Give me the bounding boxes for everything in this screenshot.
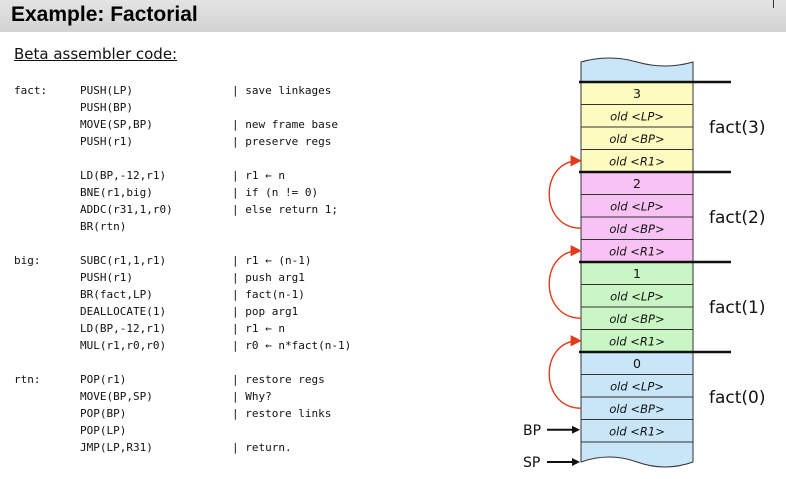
saved-register-label: old <BP> xyxy=(609,132,664,146)
saved-register-label: old <R1> xyxy=(609,244,665,258)
slide-title: Example: Factorial xyxy=(11,3,198,26)
code-line-comment: | r1 ← (n-1) xyxy=(232,254,312,267)
code-line-comment: | if (n != 0) xyxy=(232,186,319,199)
code-line-instr: JMP(LP,R31) xyxy=(80,441,153,454)
corner-marker xyxy=(773,0,774,8)
stack-bottom-edge xyxy=(580,441,694,468)
saved-register-label: old <BP> xyxy=(609,222,664,236)
subtitle: Beta assembler code: xyxy=(14,45,178,63)
code-line-label: big: xyxy=(14,254,41,267)
frame-arg-value: 2 xyxy=(633,176,641,191)
code-line-comment: | push arg1 xyxy=(232,271,305,284)
code-line-instr: LD(BP,-12,r1) xyxy=(80,169,167,182)
code-line-comment: | save linkages xyxy=(232,84,332,97)
code-line-instr: PUSH(r1) xyxy=(80,135,133,148)
code-line-instr: DEALLOCATE(1) xyxy=(80,305,167,318)
frame-link-arrow xyxy=(548,155,582,229)
saved-register-label: old <BP> xyxy=(609,402,664,416)
code-line-instr: PUSH(BP) xyxy=(80,101,133,114)
frame-arg-value: 0 xyxy=(633,356,641,371)
code-line-comment: | pop arg1 xyxy=(232,305,299,318)
saved-register-label: old <R1> xyxy=(609,334,665,348)
bp-pointer-label: BP xyxy=(523,423,541,439)
code-line-instr: PUSH(r1) xyxy=(80,271,133,284)
saved-register-label: old <R1> xyxy=(609,424,665,438)
code-line-label: fact: xyxy=(14,84,48,97)
frame-label: fact(2) xyxy=(709,208,766,228)
code-line-instr: SUBC(r1,1,r1) xyxy=(80,254,167,267)
frame-arg-value: 1 xyxy=(633,266,641,281)
code-line-instr: POP(LP) xyxy=(80,424,127,437)
code-line-comment: | r0 ← n*fact(n-1) xyxy=(232,339,352,352)
code-line-comment: | return. xyxy=(232,441,292,454)
code-line-instr: MOVE(BP,SP) xyxy=(80,390,153,403)
code-line-instr: POP(r1) xyxy=(80,373,127,386)
code-line-comment: | preserve regs xyxy=(232,135,332,148)
code-line-comment: | else return 1; xyxy=(232,203,338,216)
code-line-instr: BNE(r1,big) xyxy=(80,186,153,199)
frame-label: fact(0) xyxy=(709,388,766,408)
saved-register-label: old <LP> xyxy=(610,199,664,213)
saved-register-label: old <BP> xyxy=(609,312,664,326)
code-line-comment: | r1 ← n xyxy=(232,169,285,182)
frame-arg-value: 3 xyxy=(633,86,641,101)
saved-register-label: old <R1> xyxy=(609,154,665,168)
frame-label: fact(3) xyxy=(709,118,766,138)
sp-pointer-label: SP xyxy=(523,455,540,471)
code-line-instr: LD(BP,-12,r1) xyxy=(80,322,167,335)
code-line-comment: | Why? xyxy=(232,390,272,403)
code-line-instr: ADDC(r31,1,r0) xyxy=(80,203,173,216)
code-line-comment: | restore regs xyxy=(232,373,325,386)
code-line-instr: MOVE(SP,BP) xyxy=(80,118,153,131)
code-line-comment: | new frame base xyxy=(232,118,338,131)
code-line-instr: BR(fact,LP) xyxy=(80,288,153,301)
code-line-comment: | fact(n-1) xyxy=(232,288,305,301)
code-line-comment: | r1 ← n xyxy=(232,322,285,335)
title-bar: Example: Factorial xyxy=(0,0,786,32)
frame-label: fact(1) xyxy=(709,298,766,318)
code-line-instr: MUL(r1,r0,r0) xyxy=(80,339,167,352)
stack-top-edge xyxy=(580,57,694,83)
code-line-instr: BR(rtn) xyxy=(80,220,127,233)
frame-link-arrow xyxy=(548,245,582,319)
code-line-label: rtn: xyxy=(14,373,41,386)
code-line-instr: POP(BP) xyxy=(80,407,127,420)
code-line-comment: | restore links xyxy=(232,407,332,420)
code-line-instr: PUSH(LP) xyxy=(80,84,133,97)
saved-register-label: old <LP> xyxy=(610,109,664,123)
saved-register-label: old <LP> xyxy=(610,289,664,303)
saved-register-label: old <LP> xyxy=(610,379,664,393)
frame-link-arrow xyxy=(548,335,582,409)
